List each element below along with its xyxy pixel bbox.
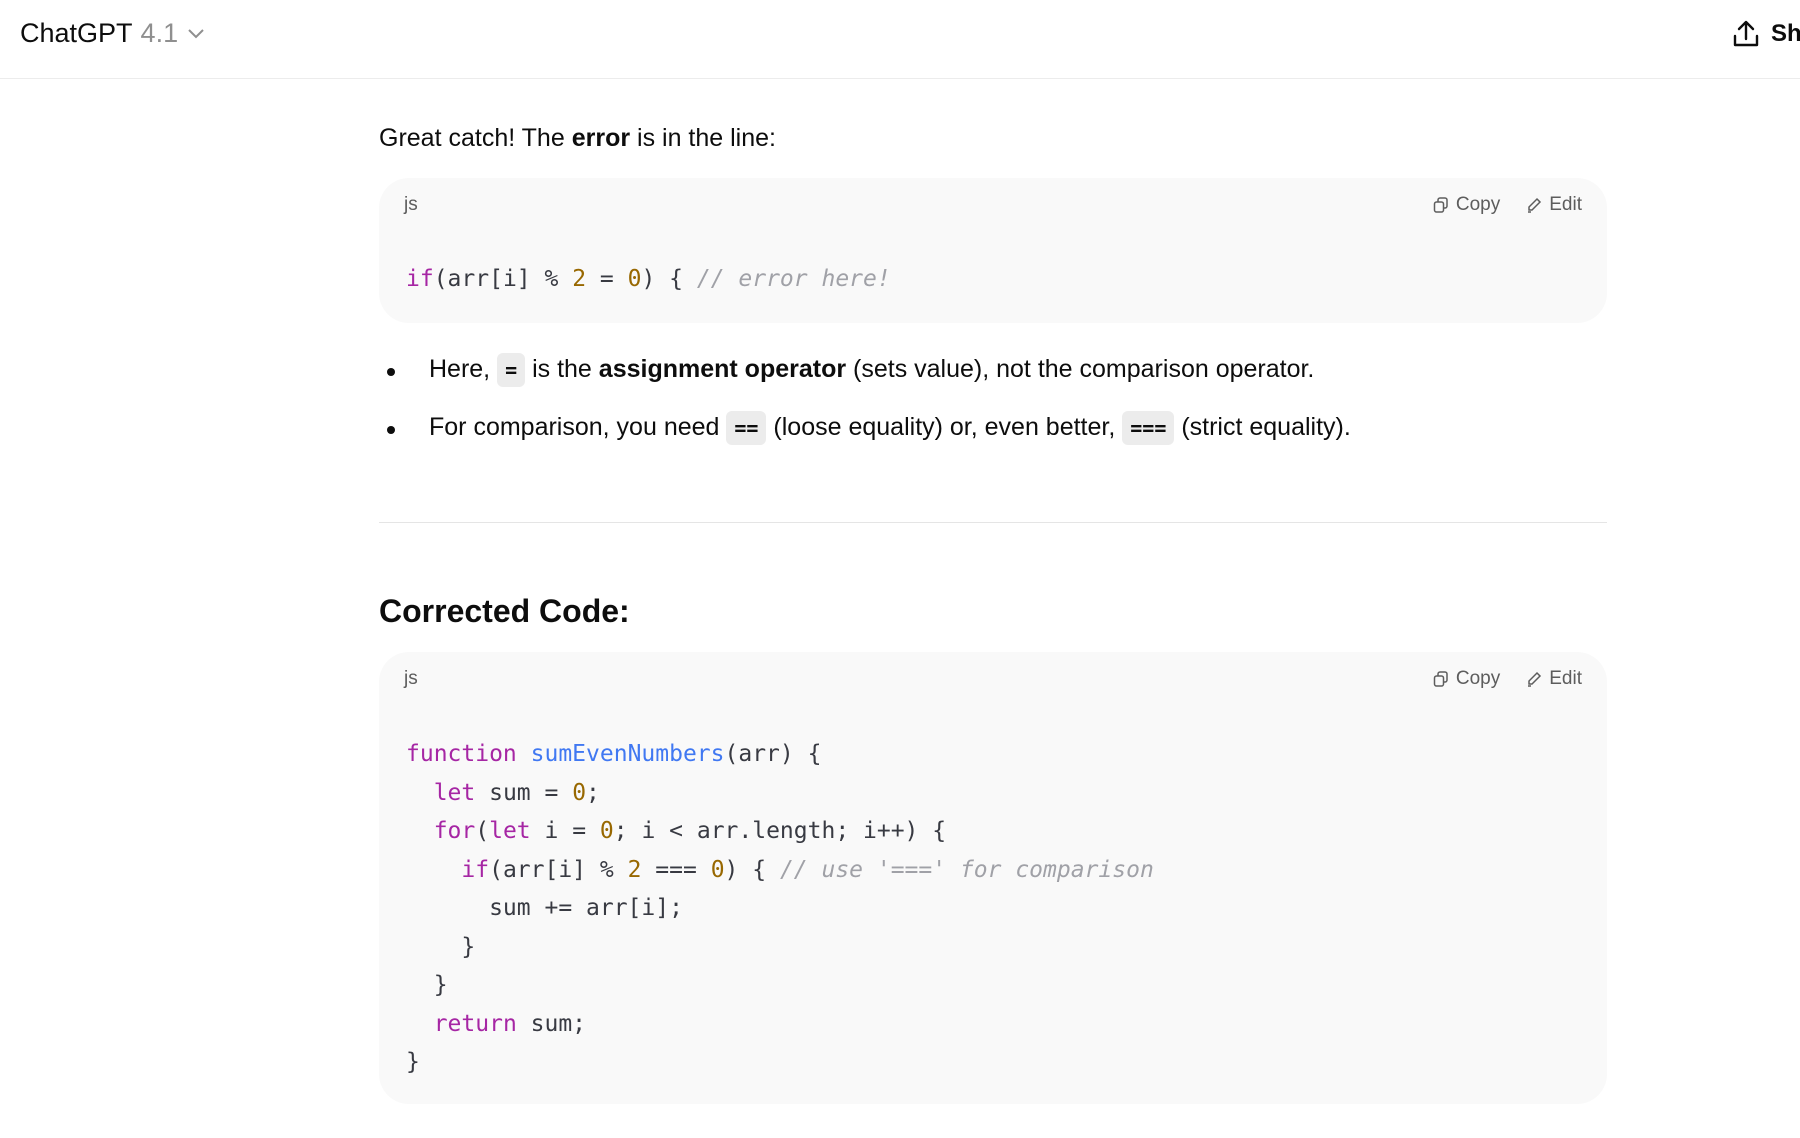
- text: For comparison, you need: [429, 413, 727, 441]
- code-token: ; i < arr.length; i++) {: [613, 818, 947, 844]
- divider: [379, 522, 1607, 523]
- code-token: 2: [572, 266, 587, 292]
- share-label: Sh: [1771, 20, 1800, 47]
- code-token: 0: [572, 779, 587, 806]
- code-token: (: [475, 818, 490, 844]
- code-token: i =: [530, 818, 600, 844]
- code-line: return sum;: [406, 1005, 1154, 1044]
- code-token: 2: [627, 856, 642, 883]
- text: (strict equality).: [1174, 413, 1351, 441]
- pencil-icon: [1528, 197, 1542, 213]
- code-token: let: [489, 818, 531, 844]
- code-token: ) {: [724, 856, 780, 883]
- code-token: return: [433, 1010, 517, 1037]
- share-icon: [1733, 20, 1759, 47]
- text: is the: [525, 355, 599, 383]
- copy-label: Copy: [1455, 194, 1501, 215]
- code-token: }: [406, 972, 448, 998]
- inline-code: ==: [726, 411, 767, 445]
- code-token: [406, 780, 434, 806]
- copy-button[interactable]: Copy: [1433, 194, 1500, 216]
- edit-label: Edit: [1549, 194, 1582, 215]
- copy-button[interactable]: Copy: [1433, 668, 1500, 690]
- chevron-down-icon: [188, 28, 204, 38]
- code-token: [406, 818, 434, 844]
- code-content: function sumEvenNumbers(arr) { let sum =…: [406, 735, 1154, 1082]
- code-token: (arr) {: [724, 741, 822, 767]
- code-token: let: [433, 779, 476, 806]
- list-item: Here, = is the assignment operator (sets…: [387, 353, 1351, 413]
- bold-text: error: [571, 124, 631, 152]
- code-token: 0: [599, 818, 614, 844]
- code-content: if(arr[i] % 2 = 0) { // error here!: [406, 260, 891, 299]
- code-language: js: [404, 194, 418, 215]
- code-line: let sum = 0;: [406, 774, 1154, 813]
- inline-code: ===: [1122, 411, 1175, 445]
- code-token: function: [406, 741, 517, 767]
- code-token: [406, 1011, 434, 1037]
- pencil-icon: [1528, 671, 1542, 687]
- code-token: (arr[i] %: [489, 856, 628, 883]
- code-token: // error here!: [696, 266, 891, 292]
- code-line: }: [406, 966, 1154, 1005]
- code-token: [406, 857, 461, 883]
- code-token: for: [433, 818, 476, 844]
- text: is in the line:: [630, 124, 776, 152]
- text: (loose equality) or, even better,: [766, 413, 1123, 441]
- code-token: if: [461, 856, 490, 883]
- code-token: sum;: [516, 1010, 587, 1037]
- code-token: sumEvenNumbers: [530, 741, 725, 767]
- top-bar: ChatGPT 4.1 Sh: [0, 0, 1800, 79]
- text: Here,: [429, 355, 498, 383]
- bullet-list: Here, = is the assignment operator (sets…: [379, 353, 1351, 471]
- code-token: =: [586, 266, 628, 292]
- edit-button[interactable]: Edit: [1526, 194, 1582, 216]
- copy-icon: [1433, 197, 1448, 213]
- code-token: ===: [641, 856, 711, 883]
- model-name: ChatGPT: [20, 18, 133, 48]
- list-item: For comparison, you need == (loose equal…: [387, 411, 1351, 471]
- code-block-corrected: js Copy Edit function sumEvenNumbers(arr…: [379, 652, 1607, 1104]
- code-line: function sumEvenNumbers(arr) {: [406, 735, 1154, 774]
- inline-code: =: [497, 353, 526, 387]
- code-line: if(arr[i] % 2 = 0) { // error here!: [406, 260, 891, 299]
- edit-button[interactable]: Edit: [1526, 668, 1582, 690]
- code-token: ) {: [641, 266, 697, 292]
- code-block-error: js Copy Edit if(arr[i] % 2 = 0) { // err…: [379, 178, 1607, 323]
- code-line: sum += arr[i];: [406, 889, 1154, 928]
- copy-label: Copy: [1455, 668, 1501, 689]
- code-token: // use '===' for comparison: [779, 856, 1154, 883]
- bold-text: assignment operator: [598, 355, 847, 383]
- model-selector[interactable]: ChatGPT 4.1: [20, 18, 204, 49]
- code-token: ;: [586, 779, 600, 806]
- code-token: if: [406, 266, 434, 292]
- code-line: if(arr[i] % 2 === 0) { // use '===' for …: [406, 851, 1154, 890]
- code-token: }: [406, 933, 476, 960]
- text: (sets value), not the comparison operato…: [846, 355, 1315, 383]
- edit-label: Edit: [1549, 668, 1582, 689]
- intro-paragraph: Great catch! The error is in the line:: [379, 124, 776, 153]
- code-line: }: [406, 1043, 1154, 1082]
- code-token: sum =: [475, 779, 573, 806]
- model-version: 4.1: [140, 18, 179, 48]
- code-token: sum += arr[i];: [406, 895, 683, 921]
- text: Great catch! The: [379, 124, 572, 152]
- code-line: for(let i = 0; i < arr.length; i++) {: [406, 812, 1154, 851]
- section-heading: Corrected Code:: [379, 593, 630, 629]
- share-button[interactable]: Sh: [1733, 20, 1800, 48]
- code-token: [517, 741, 531, 767]
- code-token: }: [406, 1049, 420, 1075]
- code-language: js: [404, 668, 418, 689]
- code-token: 0: [710, 856, 725, 883]
- code-line: }: [406, 928, 1154, 967]
- code-token: (arr[i] %: [433, 266, 573, 292]
- code-token: 0: [627, 266, 642, 292]
- copy-icon: [1433, 671, 1448, 687]
